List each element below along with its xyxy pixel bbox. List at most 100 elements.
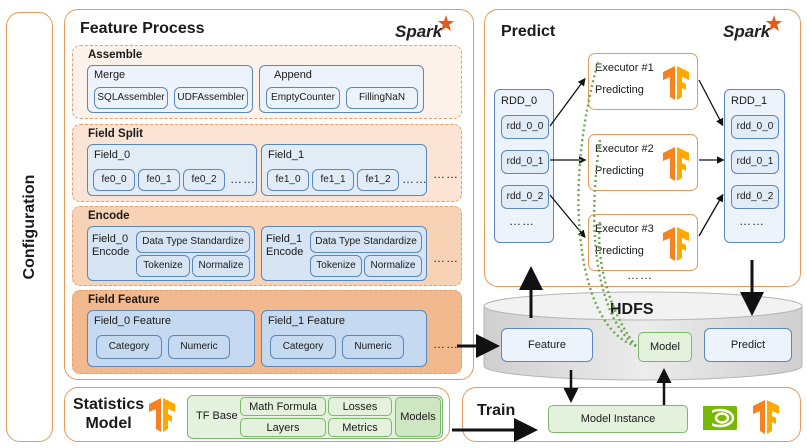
field-feature-section: Field Feature Field_0 Feature Category N… bbox=[72, 290, 462, 374]
model-instance-box: Model Instance bbox=[548, 405, 688, 433]
fe0-1: fe0_1 bbox=[138, 169, 180, 191]
field0-tokenize: Tokenize bbox=[136, 255, 190, 277]
rdd0-item-1: rdd_0_1 bbox=[501, 150, 549, 174]
field-feature-title: Field Feature bbox=[88, 294, 160, 306]
executor-3-name: Executor #3 bbox=[595, 223, 654, 235]
field0-feature-label: Field_0 Feature bbox=[94, 315, 172, 327]
configuration-panel: Configuration bbox=[6, 12, 53, 442]
math-formula: Math Formula bbox=[240, 397, 326, 416]
rdd0-item-2: rdd_0_2 bbox=[501, 185, 549, 209]
field1-feature-label: Field_1 Feature bbox=[268, 315, 346, 327]
executor-2-name: Executor #2 bbox=[595, 143, 654, 155]
layers: Layers bbox=[240, 418, 326, 437]
field1-numeric: Numeric bbox=[342, 335, 404, 359]
fe1-0: fe1_0 bbox=[267, 169, 309, 191]
encode-title: Encode bbox=[88, 210, 130, 222]
executor-1-name: Executor #1 bbox=[595, 62, 654, 74]
metrics: Metrics bbox=[328, 418, 392, 437]
rdd1-item-0: rdd_0_0 bbox=[731, 115, 779, 139]
fe1-dots: …… bbox=[402, 172, 428, 186]
fe0-0: fe0_0 bbox=[93, 169, 135, 191]
field0-feature-box: Field_0 Feature Category Numeric bbox=[87, 310, 255, 367]
predict-spark-text: Spark bbox=[723, 22, 771, 41]
filling-nan: FillingNaN bbox=[346, 87, 418, 109]
rdd0-box: RDD_0 rdd_0_0 rdd_0_1 rdd_0_2 …… bbox=[494, 89, 554, 243]
hdfs-model-box: Model bbox=[638, 332, 692, 362]
field0-encode-label: Field_0 Encode bbox=[92, 233, 130, 258]
encode-dots: …… bbox=[433, 251, 459, 265]
tf-base-label: TF Base bbox=[196, 410, 238, 422]
models: Models bbox=[395, 397, 441, 437]
executor-3: Executor #3 Predicting bbox=[588, 214, 698, 271]
fe0-dots: …… bbox=[230, 172, 256, 186]
udf-assembler: UDFAssembler bbox=[174, 87, 248, 109]
nvidia-icon bbox=[703, 406, 737, 430]
tensorflow-icon bbox=[753, 400, 779, 434]
spark-logo-text: Spark bbox=[395, 22, 443, 41]
encode-section: Encode Field_0 Encode Data Type Standard… bbox=[72, 206, 462, 286]
field0-split-label: Field_0 bbox=[94, 149, 131, 161]
predict-spark-logo: Spark bbox=[723, 14, 793, 44]
executor-2: Executor #2 Predicting bbox=[588, 134, 698, 191]
rdd1-label: RDD_1 bbox=[731, 95, 768, 107]
executor-1-status: Predicting bbox=[595, 84, 644, 96]
train-title: Train bbox=[477, 402, 516, 419]
empty-counter: EmptyCounter bbox=[266, 87, 340, 109]
field-feature-dots: …… bbox=[433, 337, 459, 351]
field0-normalize: Normalize bbox=[192, 255, 250, 277]
rdd1-dots: …… bbox=[739, 214, 765, 228]
field0-category: Category bbox=[96, 335, 162, 359]
fe0-2: fe0_2 bbox=[183, 169, 225, 191]
field1-split-label: Field_1 bbox=[268, 149, 305, 161]
tensorflow-icon bbox=[149, 398, 175, 432]
field-split-section: Field Split Field_0 fe0_0 fe0_1 fe0_2 ……… bbox=[72, 124, 462, 202]
train-panel: Train Model Instance bbox=[462, 387, 801, 442]
merge-label: Merge bbox=[94, 69, 126, 81]
hdfs-feature-box: Feature bbox=[501, 328, 593, 362]
tensorflow-icon bbox=[663, 227, 689, 261]
executor-2-status: Predicting bbox=[595, 165, 644, 177]
field1-normalize: Normalize bbox=[364, 255, 422, 277]
field1-split-box: Field_1 fe1_0 fe1_1 fe1_2 …… bbox=[261, 144, 427, 196]
configuration-label: Configuration bbox=[20, 174, 38, 280]
field1-category: Category bbox=[270, 335, 336, 359]
field1-encode-box: Field_1 Encode Data Type Standardize Tok… bbox=[261, 226, 427, 281]
field1-feature-box: Field_1 Feature Category Numeric bbox=[261, 310, 427, 367]
append-box: Append EmptyCounter FillingNaN bbox=[259, 65, 424, 113]
field0-split-box: Field_0 fe0_0 fe0_1 fe0_2 …… bbox=[87, 144, 257, 196]
rdd1-box: RDD_1 rdd_0_0 rdd_0_1 rdd_0_2 …… bbox=[724, 89, 785, 243]
rdd0-item-0: rdd_0_0 bbox=[501, 115, 549, 139]
predict-title: Predict bbox=[501, 23, 556, 40]
field1-tokenize: Tokenize bbox=[310, 255, 362, 277]
spark-star-icon bbox=[437, 14, 455, 32]
tensorflow-icon bbox=[663, 66, 689, 100]
executor-3-status: Predicting bbox=[595, 245, 644, 257]
executor-1: Executor #1 Predicting bbox=[588, 53, 698, 110]
field0-data-type-standardize: Data Type Standardize bbox=[136, 231, 250, 253]
merge-box: Merge SQLAssembler UDFAssembler bbox=[87, 65, 253, 113]
statistics-model-title: Statistics Model bbox=[73, 396, 145, 433]
predict-panel: Predict Spark RDD_0 rdd_0_0 rdd_0_1 rdd_… bbox=[484, 9, 801, 287]
rdd0-label: RDD_0 bbox=[501, 95, 538, 107]
executor-dots: …… bbox=[627, 268, 653, 282]
statistics-model-panel: Statistics Model TF Base Math Formula Lo… bbox=[64, 387, 450, 442]
field1-data-type-standardize: Data Type Standardize bbox=[310, 231, 422, 253]
rdd1-item-2: rdd_0_2 bbox=[731, 185, 779, 209]
assemble-title: Assemble bbox=[88, 49, 143, 61]
feature-process-panel: Feature Process Spark Assemble Merge SQL… bbox=[64, 9, 474, 380]
fe1-2: fe1_2 bbox=[357, 169, 399, 191]
append-label: Append bbox=[274, 69, 312, 81]
field-split-title: Field Split bbox=[88, 128, 143, 140]
feature-process-title: Feature Process bbox=[80, 20, 205, 37]
hdfs-title: HDFS bbox=[610, 301, 654, 318]
fe1-1: fe1_1 bbox=[312, 169, 354, 191]
sql-assembler: SQLAssembler bbox=[94, 87, 168, 109]
rdd0-dots: …… bbox=[509, 214, 535, 228]
field0-numeric: Numeric bbox=[168, 335, 230, 359]
predict-spark-star-icon bbox=[765, 14, 783, 32]
hdfs-predict-box: Predict bbox=[704, 328, 792, 362]
spark-logo: Spark bbox=[395, 14, 465, 44]
field0-encode-box: Field_0 Encode Data Type Standardize Tok… bbox=[87, 226, 255, 281]
field-split-dots: …… bbox=[433, 167, 459, 181]
field1-encode-label: Field_1 Encode bbox=[266, 233, 304, 258]
